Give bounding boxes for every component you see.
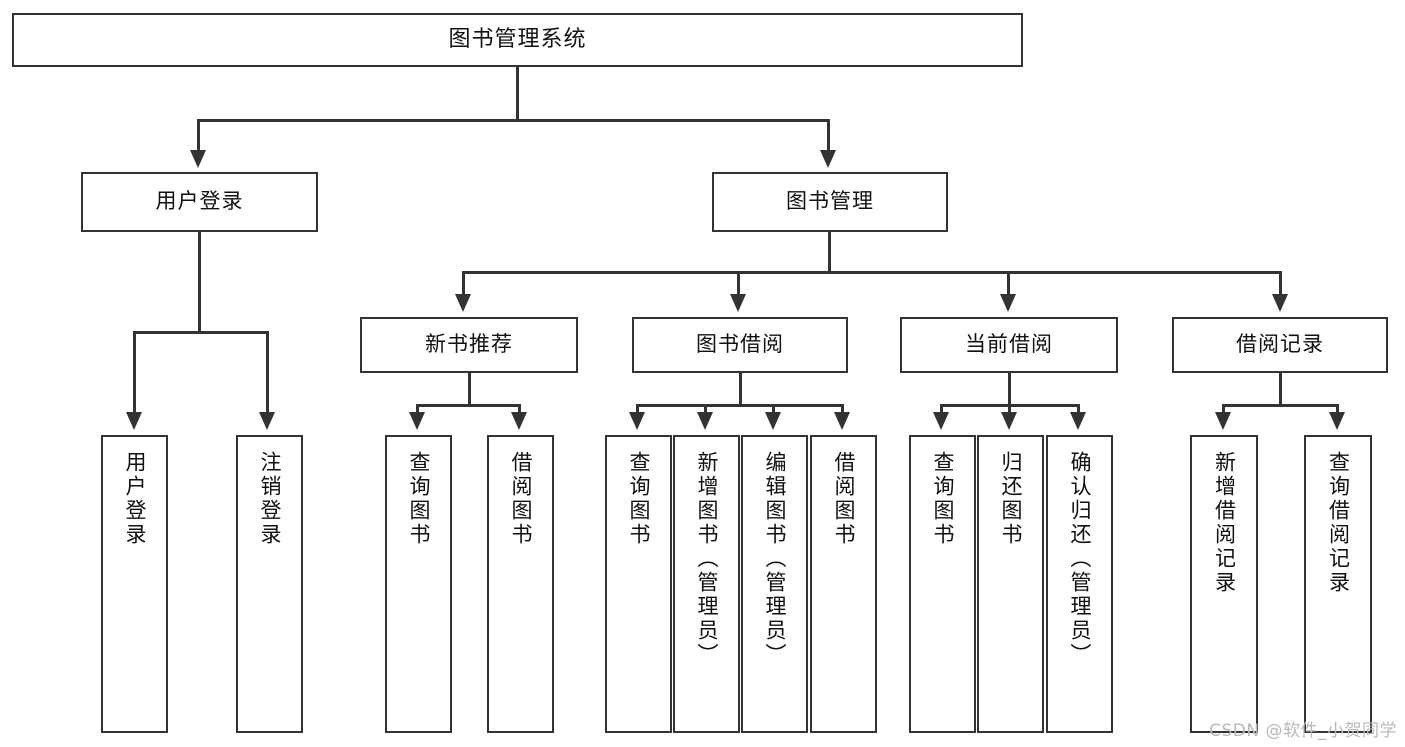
edge-root-to-book-mgmt	[827, 119, 830, 154]
leaf-label: 确认归还（管理员）	[1068, 451, 1092, 667]
leaf-user-logout[interactable]: 注销登录	[236, 435, 303, 733]
node-book-borrow[interactable]: 图书借阅	[632, 317, 848, 373]
leaf-label: 查询图书	[931, 451, 955, 547]
leaf-borrow-edit-book-admin[interactable]: 编辑图书（管理员）	[741, 435, 808, 733]
edge-borrow-drop-3	[772, 404, 775, 416]
node-new-book-recommend[interactable]: 新书推荐	[360, 317, 578, 373]
arrow-user-login-leaf-1	[126, 412, 142, 430]
edge-borrow-drop-4	[841, 404, 844, 416]
leaf-record-add-record[interactable]: 新增借阅记录	[1190, 435, 1258, 733]
node-user-login[interactable]: 用户登录	[81, 172, 318, 232]
arrow-user-login-leaf-2	[259, 412, 275, 430]
node-label: 当前借阅	[965, 332, 1053, 357]
node-borrow-record[interactable]: 借阅记录	[1172, 317, 1388, 373]
edge-current-drop-2	[1008, 404, 1011, 416]
edge-current-stem	[1008, 373, 1011, 407]
arrow-current-leaf-3	[1070, 412, 1086, 430]
arrow-record-leaf-1	[1215, 412, 1231, 430]
leaf-label: 注销登录	[258, 451, 282, 547]
edge-book-mgmt-drop-4	[1279, 271, 1282, 297]
leaf-label: 查询图书	[407, 451, 431, 547]
edge-root-bus	[197, 119, 830, 122]
edge-borrow-drop-1	[636, 404, 639, 416]
edge-record-drop-1	[1222, 404, 1225, 416]
arrow-recommend-leaf-1	[409, 412, 425, 430]
leaf-current-confirm-return-admin[interactable]: 确认归还（管理员）	[1046, 435, 1113, 733]
arrow-borrow-leaf-4	[834, 412, 850, 430]
arrow-current-leaf-2	[1001, 412, 1017, 430]
edge-current-drop-3	[1077, 404, 1080, 416]
arrow-book-mgmt-child-3	[1000, 294, 1016, 312]
leaf-label: 查询图书	[627, 451, 651, 547]
node-current-borrow[interactable]: 当前借阅	[900, 317, 1118, 373]
edge-root-stem	[516, 67, 519, 121]
leaf-label: 借阅图书	[509, 451, 533, 547]
leaf-current-query-book[interactable]: 查询图书	[909, 435, 976, 733]
arrow-book-mgmt-child-1	[455, 294, 471, 312]
leaf-label: 归还图书	[999, 451, 1023, 547]
leaf-user-login[interactable]: 用户登录	[101, 435, 168, 733]
node-label: 新书推荐	[425, 332, 513, 357]
node-label: 图书管理系统	[448, 26, 587, 52]
node-root-system[interactable]: 图书管理系统	[12, 13, 1023, 67]
edge-recommend-drop-2	[518, 404, 521, 416]
leaf-recommend-borrow-book[interactable]: 借阅图书	[487, 435, 554, 733]
edge-borrow-stem	[739, 373, 742, 407]
leaf-label: 新增图书（管理员）	[695, 451, 719, 667]
leaf-borrow-query-book[interactable]: 查询图书	[605, 435, 672, 733]
edge-book-mgmt-drop-1	[462, 271, 465, 297]
arrow-root-to-user-login	[190, 150, 206, 168]
csdn-watermark: CSDN @软件_小贺同学	[1209, 721, 1397, 741]
node-label: 图书管理	[786, 189, 874, 214]
leaf-label: 编辑图书（管理员）	[763, 451, 787, 667]
leaf-current-return-book[interactable]: 归还图书	[977, 435, 1044, 733]
leaf-label: 查询借阅记录	[1326, 451, 1351, 595]
arrow-book-mgmt-child-4	[1272, 294, 1288, 312]
edge-borrow-bus	[636, 404, 844, 407]
edge-record-drop-2	[1336, 404, 1339, 416]
arrow-recommend-leaf-2	[511, 412, 527, 430]
leaf-recommend-query-book[interactable]: 查询图书	[385, 435, 452, 733]
node-book-management[interactable]: 图书管理	[712, 172, 948, 232]
leaf-label: 用户登录	[123, 451, 147, 547]
edge-record-bus	[1222, 404, 1339, 407]
arrow-borrow-leaf-3	[765, 412, 781, 430]
edge-record-stem	[1279, 373, 1282, 407]
leaf-borrow-add-book-admin[interactable]: 新增图书（管理员）	[673, 435, 740, 733]
edge-current-drop-1	[940, 404, 943, 416]
edge-borrow-drop-2	[704, 404, 707, 416]
leaf-borrow-borrow-book[interactable]: 借阅图书	[810, 435, 877, 733]
leaf-label: 新增借阅记录	[1212, 451, 1237, 595]
edge-book-mgmt-bus	[462, 271, 1282, 274]
edge-recommend-bus	[416, 404, 521, 407]
arrow-current-leaf-1	[933, 412, 949, 430]
arrow-root-to-book-mgmt	[820, 150, 836, 168]
edge-user-login-drop-2	[266, 331, 269, 416]
edge-user-login-stem	[198, 232, 201, 333]
edge-user-login-bus	[133, 331, 269, 334]
edge-book-mgmt-stem	[828, 232, 831, 274]
leaf-record-query-record[interactable]: 查询借阅记录	[1304, 435, 1372, 733]
node-label: 图书借阅	[696, 332, 784, 357]
edge-root-to-user-login	[197, 119, 200, 154]
edge-recommend-stem	[468, 373, 471, 407]
arrow-book-mgmt-child-2	[730, 294, 746, 312]
arrow-record-leaf-2	[1329, 412, 1345, 430]
edge-recommend-drop-1	[416, 404, 419, 416]
arrow-borrow-leaf-1	[629, 412, 645, 430]
node-label: 用户登录	[155, 189, 244, 214]
leaf-label: 借阅图书	[832, 451, 856, 547]
edge-book-mgmt-drop-3	[1007, 271, 1010, 297]
arrow-borrow-leaf-2	[697, 412, 713, 430]
edge-book-mgmt-drop-2	[737, 271, 740, 297]
edge-user-login-drop-1	[133, 331, 136, 416]
node-label: 借阅记录	[1236, 332, 1324, 357]
